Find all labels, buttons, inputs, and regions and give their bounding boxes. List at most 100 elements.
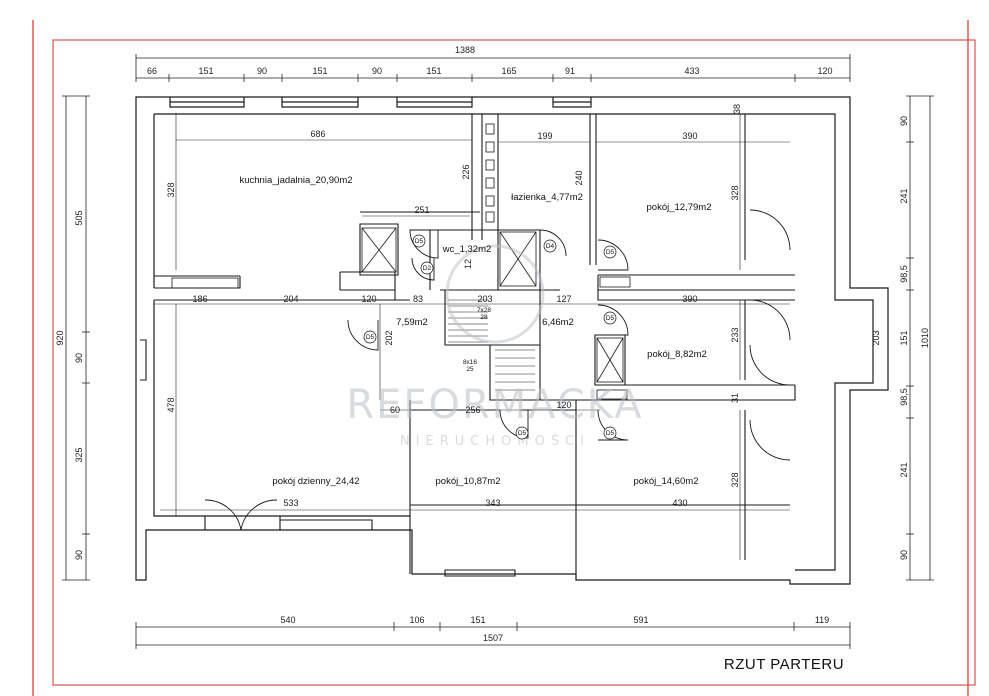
dim-top-seg: 165 [501,66,516,76]
door-tag: D5 [606,430,615,437]
room-dzienny: pokój dzienny_24,42 [272,476,359,487]
dim-right-seg: 98,5 [899,265,909,283]
room-pokoj-3: pokój_10,87m2 [436,476,501,487]
stairs-label: 25 [466,366,474,373]
room-pokoj-4: pokój_14,60m2 [634,476,699,487]
dim-top-total: 1388 [455,45,475,55]
dim-label: 83 [413,294,423,304]
dim-right-seg: 241 [899,188,909,203]
dim-right-total: 1010 [920,328,930,348]
dim-label: 12 [463,259,473,269]
dim-right-seg: 90 [899,116,909,126]
dim-left-seg: 505 [74,210,84,225]
dim-top-segments: 66 151 90 151 90 151 165 91 433 120 [147,66,833,76]
dim-label: 202 [384,330,394,345]
dim-label: 343 [485,498,500,508]
interior-dim-lines [154,114,790,560]
dim-top-seg: 151 [198,66,213,76]
dim-label: 203 [477,294,492,304]
dim-label: 686 [310,129,325,139]
door-tag: D4 [546,243,555,250]
bottom-dimensions [135,622,851,649]
dim-label: 199 [537,131,552,141]
door-tag: D5 [415,238,424,245]
dim-label: 60 [390,405,400,415]
doors [204,209,791,531]
dim-top-seg: 151 [426,66,441,76]
stairs-label: 7x28 [477,307,491,314]
exterior-walls [135,96,889,585]
dim-label: 430 [672,498,687,508]
door-tag: D5 [518,430,527,437]
stairs-label: 28 [480,314,488,321]
top-dimensions [135,54,851,82]
dim-bottom-seg: 540 [280,615,295,625]
dim-left-seg: 90 [74,353,84,363]
dim-right-segments: 90 241 98,5 151 98,5 241 90 [899,116,909,560]
dim-left-seg: 325 [74,447,84,462]
dim-bottom-seg: 151 [470,615,485,625]
dim-top-seg: 91 [565,66,575,76]
dim-label: 328 [730,472,740,487]
door-tags: D5 D2 D4 D5 D5 D5 D5 D5 [363,234,617,440]
dim-left-total: 920 [55,330,65,345]
room-hall-2: 6,46m2 [542,317,574,328]
dim-top-seg: 66 [147,66,157,76]
dim-bottom-seg: 591 [633,615,648,625]
plan-title: RZUT PARTERU [724,656,844,673]
dim-top-seg: 90 [372,66,382,76]
right-dimensions [906,95,934,581]
dim-label: 204 [283,294,298,304]
left-dimensions [62,95,90,581]
dim-label: 186 [192,294,207,304]
dim-top-seg: 90 [257,66,267,76]
dim-label: 233 [730,327,740,342]
dim-top-seg: 433 [684,66,699,76]
dim-left-seg: 90 [74,550,84,560]
dim-right-seg: 151 [899,330,909,345]
dim-label: 256 [465,405,480,415]
dim-label: 120 [361,294,376,304]
dim-label: 127 [556,294,571,304]
dim-left-segments: 505 90 325 90 [74,210,84,560]
dim-label: 390 [682,294,697,304]
dim-bottom-seg: 106 [409,615,424,625]
dim-label: 533 [283,498,298,508]
interior-walls [140,114,796,580]
dim-label: 390 [682,131,697,141]
dim-label: 240 [574,170,584,185]
room-pokoj-2: pokój_8,82m2 [647,349,707,360]
room-kuchnia: kuchnia_jadalnia_20,90m2 [239,175,352,186]
dim-label: 31 [730,393,740,403]
shafts [171,123,631,400]
dim-right-seg: 241 [899,462,909,477]
room-wc: wc_1,32m2 [442,244,492,255]
dim-label: 478 [166,397,176,412]
dim-label: 226 [461,164,471,179]
dim-right-seg: 98,5 [899,388,909,406]
room-lazienka: łazienka_4,77m2 [511,192,583,203]
dim-label: 251 [414,205,429,215]
door-tag: D2 [423,265,432,272]
dim-right-seg: 90 [899,550,909,560]
room-hall-1: 7,59m2 [396,317,428,328]
door-tag: D5 [606,315,615,322]
dim-label: 120 [556,400,571,410]
door-tag: D5 [366,334,375,341]
dim-top-seg: 120 [817,66,832,76]
interior-dimensions: 686 328 226 199 390 38 240 328 251 12 18… [166,104,881,508]
door-tag: D5 [606,249,615,256]
dim-label-bay: 203 [871,330,881,345]
drawing-frame [52,39,976,686]
dim-bottom-segments: 540 106 151 591 119 [280,615,829,625]
dim-bottom-total: 1507 [483,633,503,643]
dim-top-seg: 151 [312,66,327,76]
dim-label: 328 [166,182,176,197]
watermark: REFORMACKA NIERUCHOMOŚCI [346,244,643,449]
room-pokoj-1: pokój_12,79m2 [647,202,712,213]
room-labels: kuchnia_jadalnia_20,90m2 łazienka_4,77m2… [239,175,711,487]
dim-bottom-seg: 119 [815,615,829,625]
watermark-name: REFORMACKA [346,382,643,428]
watermark-sub: NIERUCHOMOŚCI [400,433,590,449]
